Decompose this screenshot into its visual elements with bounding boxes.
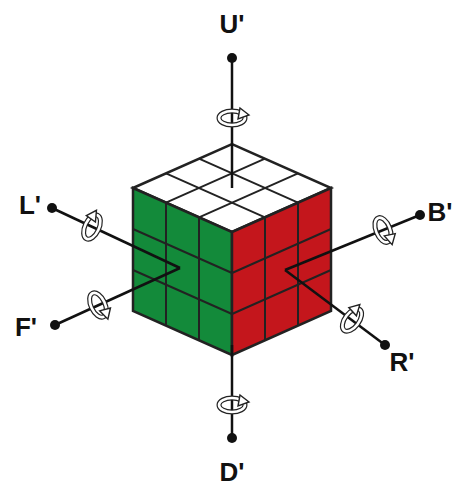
face-label: D' <box>220 459 245 485</box>
face-label: R' <box>390 349 415 375</box>
face-label: B' <box>428 199 453 225</box>
face-label: U' <box>220 11 245 37</box>
rotation-arrows <box>77 108 398 412</box>
axis-dots <box>47 53 425 443</box>
front-face <box>133 188 232 355</box>
face-label: L' <box>19 192 41 218</box>
face-label: F' <box>15 314 37 340</box>
rotation-axes <box>52 58 420 438</box>
right-face <box>232 188 331 355</box>
